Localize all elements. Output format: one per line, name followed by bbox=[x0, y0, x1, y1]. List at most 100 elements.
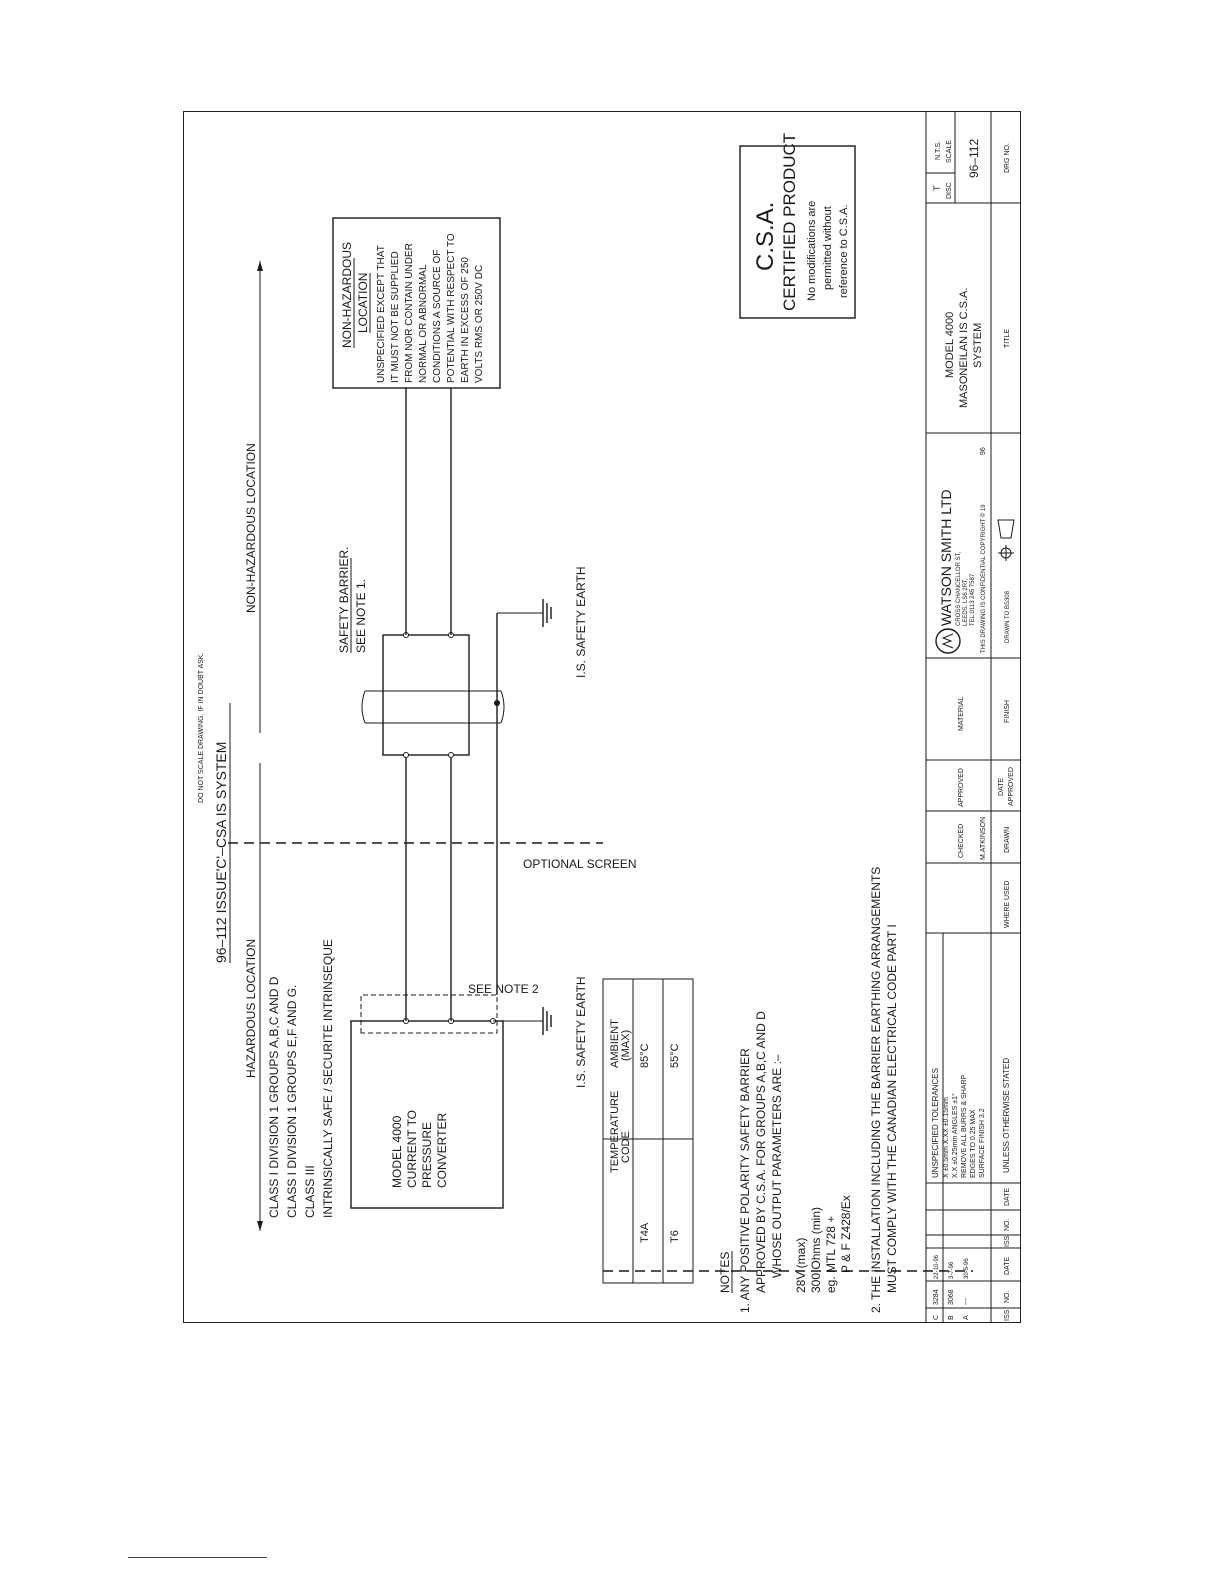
date-approved-label-1: DATE bbox=[998, 778, 1005, 796]
rotated-schematic: DO NOT SCALE DRAWING. IF IN DOUBT ASK. 9… bbox=[183, 111, 1021, 1323]
title-line-1: MODEL 4000 bbox=[944, 312, 956, 378]
device-is-safety-earth: I.S. SAFETY EARTH bbox=[574, 976, 588, 1088]
projection-cone-icon bbox=[997, 519, 1015, 539]
csa-line-2: permitted without bbox=[822, 206, 834, 290]
company-address-2: LEEDS. LS6 2RT, bbox=[963, 578, 969, 626]
converter-box bbox=[350, 1020, 504, 1209]
drg-number: 96–112 bbox=[967, 139, 981, 178]
title-label: TITLE bbox=[1004, 329, 1011, 348]
rail-end-bottom bbox=[500, 690, 505, 724]
temp-header-ambient-2: (MAX) bbox=[620, 1030, 632, 1061]
col-label-no-1: NO. bbox=[1004, 1291, 1011, 1304]
nh-heading-2: LOCATION bbox=[356, 273, 370, 333]
approved-label: APPROVED bbox=[958, 768, 965, 807]
nh-line-7: EARTH IN EXCESS OF 250 bbox=[460, 257, 471, 383]
temp-header-code-1: TEMPERATURE bbox=[609, 1091, 621, 1173]
col-label-date-2: DATE bbox=[1004, 1188, 1011, 1206]
copyright-year: 96 bbox=[980, 447, 987, 455]
device-line-4: CONVERTER bbox=[435, 1113, 449, 1188]
issue-row-2-no: 3068 bbox=[948, 1289, 955, 1305]
company-address-3: TEL:0113 245 7587 bbox=[970, 573, 976, 626]
note1-line-1: 1. ANY POSITIVE POLARITY SAFETY BARRIER bbox=[738, 1048, 752, 1313]
nh-line-4: NORMAL OR ABNORMAL bbox=[418, 264, 429, 383]
hazardous-location-label: HAZARDOUS LOCATION bbox=[244, 939, 258, 1078]
note1-param-4: P & F Z428/Ex bbox=[839, 1195, 853, 1273]
safety-barrier-box bbox=[382, 634, 470, 756]
temp-row-2-code: T6 bbox=[669, 1230, 681, 1243]
drawing-frame bbox=[183, 111, 1021, 1323]
note2-line-1: 2. THE INSTALLATION INCLUDING THE BARRIE… bbox=[869, 867, 883, 1313]
class-line-3: CLASS III bbox=[303, 1165, 317, 1218]
rail-end-top bbox=[361, 690, 366, 724]
non-hazardous-box bbox=[332, 217, 501, 389]
csa-certified-box bbox=[739, 145, 856, 319]
tolerance-line-5: EDGES TO 0.25 MAX bbox=[970, 1109, 977, 1178]
col-label-date-1: DATE bbox=[1004, 1257, 1011, 1275]
tolerance-line-1: UNSPECIFIED TOLERANCES bbox=[931, 1068, 940, 1178]
drg-label: DRG NO. bbox=[1004, 143, 1011, 173]
tolerance-line-3: X.X ±0.25mm ANGLES ±1° bbox=[951, 1093, 959, 1178]
temp-header-ambient-1: AMBIENT bbox=[609, 1019, 621, 1068]
notes-heading: NOTES bbox=[718, 1252, 732, 1293]
disc-label: DISC bbox=[946, 182, 953, 199]
device-line-3: PRESSURE bbox=[420, 1122, 434, 1188]
drawing-title: 96–112 ISSUE'C'–CSA IS SYSTEM bbox=[213, 742, 229, 963]
nh-line-1: UNSPECIFIED EXCEPT THAT bbox=[376, 245, 387, 383]
hazardous-arrowhead bbox=[257, 1221, 263, 1231]
barrier-in-2 bbox=[448, 752, 454, 758]
issue-row-3-date: 30-5-96 bbox=[964, 1258, 970, 1279]
title-line-3: SYSTEM bbox=[972, 323, 984, 368]
barrier-is-safety-earth: I.S. SAFETY EARTH bbox=[574, 566, 588, 678]
temp-row-1-code: T4A bbox=[639, 1222, 651, 1243]
see-note-2-label: SEE NOTE 2 bbox=[468, 982, 539, 996]
barrier-label-2: SEE NOTE 1. bbox=[354, 579, 368, 653]
csa-line-1: No modifications are bbox=[806, 201, 818, 301]
note1-line-3: WHOSE OUTPUT PARAMETERS ARE :– bbox=[770, 1054, 784, 1278]
issue-row-2-iss: B bbox=[948, 1315, 955, 1320]
temp-row-2-ambient: 55°C bbox=[669, 1043, 681, 1068]
temp-row-1-ambient: 85°C bbox=[639, 1043, 651, 1068]
class-line-4: INTRINSICALLY SAFE / SECURITE INTRINSEQU… bbox=[321, 939, 335, 1218]
note1-param-2: 300 Ohms (min) bbox=[809, 1207, 823, 1293]
drawn-label: DRAWN bbox=[1004, 827, 1011, 853]
drawn-by-name: M.ATKINSON bbox=[980, 817, 987, 860]
csa-line-3: reference to C.S.A. bbox=[838, 204, 850, 298]
nh-line-2: IT MUST NOT BE SUPPLIED bbox=[390, 251, 401, 383]
optional-screen-box bbox=[360, 994, 498, 1034]
tolerance-line-2: X ±0.5mm X.XX ±0.15mm bbox=[943, 1097, 950, 1178]
issue-row-3-no: --- bbox=[963, 1297, 970, 1305]
scale-note: DO NOT SCALE DRAWING. IF IN DOUBT ASK. bbox=[198, 653, 205, 803]
issue-row-1-date: 22-10-96 bbox=[934, 1254, 940, 1279]
footer-link-underline bbox=[128, 1557, 267, 1558]
date-approved-label-2: APPROVED bbox=[1008, 767, 1015, 806]
temperature-table: TEMPERATURE CODE T4A T6 AMBIENT (MAX) 85… bbox=[602, 978, 694, 1284]
company-logo-icon bbox=[935, 628, 961, 654]
company-logo-mark-icon bbox=[941, 633, 954, 649]
schematic-svg: DO NOT SCALE DRAWING. IF IN DOUBT ASK. 9… bbox=[198, 111, 1021, 1323]
note1-param-1: 28V (max) bbox=[794, 1238, 808, 1293]
checked-label: CHECKED bbox=[958, 824, 965, 858]
col-label-iss-1: ISS bbox=[1004, 1309, 1011, 1321]
nh-line-5: CONDITIONS A SOURCE OF bbox=[432, 250, 443, 383]
disc-value: T bbox=[932, 185, 942, 191]
issue-row-2-date: 3-7-96 bbox=[949, 1261, 955, 1279]
temp-header-code-2: CODE bbox=[620, 1131, 632, 1163]
material-label: MATERIAL bbox=[958, 696, 965, 731]
nh-line-8: VOLTS RMS OR 250V DC bbox=[474, 265, 485, 383]
issue-row-1-iss: C bbox=[933, 1315, 940, 1320]
col-label-no-2: NO. bbox=[1004, 1219, 1011, 1232]
tolerance-line-4: REMOVE ALL BURRS & SHARP bbox=[961, 1074, 968, 1178]
tolerance-line-6: SURFACE FINISH 3.2 bbox=[979, 1108, 986, 1178]
issue-row-1-no: 3284 bbox=[933, 1289, 940, 1305]
finish-label: FINISH bbox=[1004, 700, 1011, 723]
non-hazardous-location-label: NON-HAZARDOUS LOCATION bbox=[244, 443, 258, 613]
nh-line-6: POTENTIAL WITH RESPECT TO bbox=[446, 233, 457, 383]
note1-line-2: APPROVED BY C.S.A. FOR GROUPS A,B,C AND … bbox=[754, 1011, 768, 1293]
temp-table-outline bbox=[602, 978, 694, 1284]
nh-line-3: FROM NOR CONTAIN UNDER bbox=[404, 243, 415, 383]
note2-line-2: MUST COMPLY WITH THE CANADIAN ELECTRICAL… bbox=[885, 924, 899, 1293]
scale-label: SCALE bbox=[946, 140, 953, 163]
title-block: C B A 3284 3068 --- 22-10-96 3-7-96 30-5… bbox=[925, 111, 1021, 1323]
barrier-in-1 bbox=[403, 752, 409, 758]
